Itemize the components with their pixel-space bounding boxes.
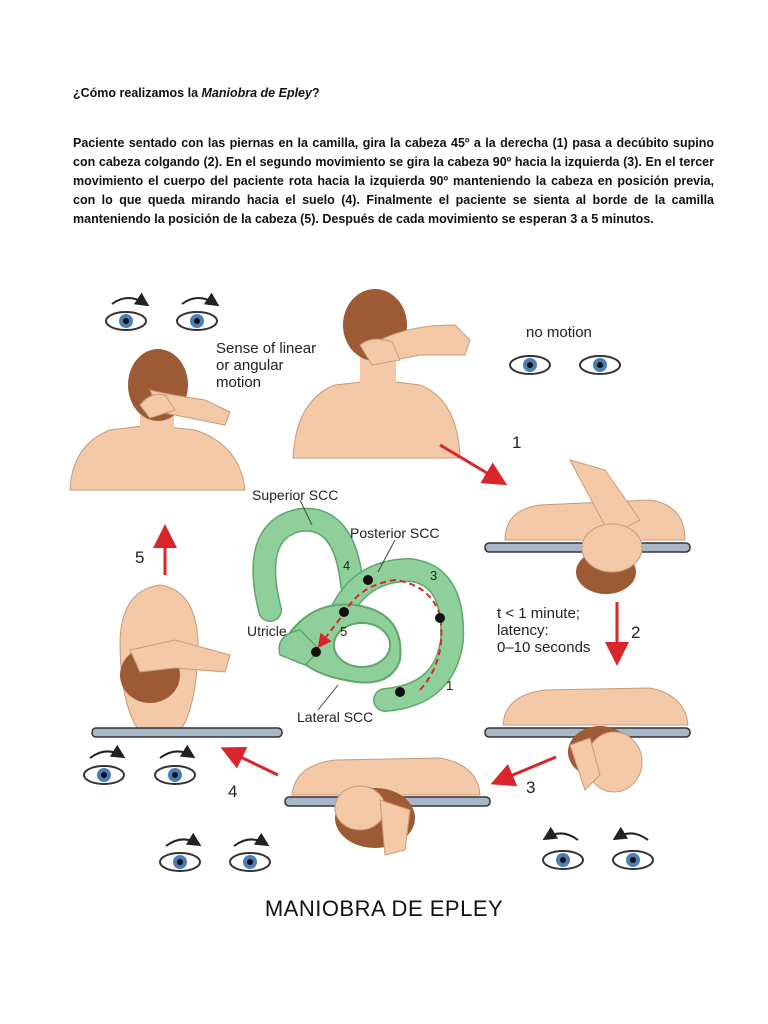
latency-line2: latency: (497, 622, 549, 639)
eye-motion-arrow-icon (111, 292, 150, 307)
eye-motion-arrow-icon (542, 826, 579, 841)
question-heading: ¿Cómo realizamos la Maniobra de Epley? (73, 86, 320, 100)
eye-icon (159, 852, 201, 872)
sense-label: Sense of linear or angular motion (216, 340, 316, 391)
eye-icon (579, 355, 621, 375)
step1-arrow-icon (439, 443, 508, 486)
eye-motion-arrow-icon (233, 832, 270, 847)
sense-label-line3: motion (216, 374, 261, 391)
step3-label: 3 (526, 778, 535, 797)
canal-position-5: 5 (340, 624, 347, 639)
question-italic: Maniobra de Epley (201, 86, 312, 100)
utricle-label: Utricle (247, 623, 287, 639)
step5-label: 5 (135, 548, 144, 567)
eye-icon (83, 765, 125, 785)
lateral-scc-label: Lateral SCC (297, 709, 373, 725)
description-paragraph: Paciente sentado con las piernas en la c… (73, 136, 714, 226)
eyes-bottom-left (83, 744, 196, 785)
sense-label-line1: Sense of linear (216, 340, 316, 357)
patient-lateral-facedown (284, 757, 491, 856)
eye-motion-arrow-icon (612, 826, 649, 841)
step4-arrow-icon (220, 746, 279, 777)
eye-motion-arrow-icon (159, 744, 196, 759)
latency-label: t < 1 minute; latency: 0–10 seconds (497, 605, 590, 656)
step3-arrow-icon (490, 755, 557, 787)
semicircular-canals-diagram (252, 499, 465, 712)
superior-scc-label: Superior SCC (252, 487, 338, 503)
eyes-bottom-right (542, 826, 654, 870)
canal-position-3: 3 (430, 568, 437, 583)
eyes-bottom-center (159, 832, 271, 872)
eye-motion-arrow-icon (181, 292, 220, 307)
eyes-top-left (105, 292, 220, 331)
eye-icon (612, 850, 654, 870)
patient-head-turned-top (292, 289, 471, 459)
eye-icon (542, 850, 584, 870)
eye-icon (509, 355, 551, 375)
latency-line1: t < 1 minute; (497, 605, 580, 622)
eyes-top-right (509, 355, 621, 375)
eye-icon (229, 852, 271, 872)
patient-sitting-left (69, 349, 246, 491)
eye-icon (105, 311, 147, 331)
step4-label: 4 (228, 782, 237, 801)
step1-label: 1 (512, 433, 521, 452)
latency-line3: 0–10 seconds (497, 639, 590, 656)
posterior-scc-label: Posterior SCC (350, 525, 439, 541)
patient-supine-hanging-top (484, 459, 691, 594)
eye-icon (176, 311, 218, 331)
eye-motion-arrow-icon (165, 832, 202, 847)
canal-position-1: 1 (446, 678, 453, 693)
patient-lateral-left (91, 584, 283, 738)
eye-motion-arrow-icon (89, 744, 126, 759)
patient-supine-turned-left (484, 687, 691, 793)
step2-label: 2 (631, 623, 640, 642)
no-motion-label: no motion (526, 324, 592, 341)
question-prefix: ¿Cómo realizamos la (73, 86, 202, 100)
question-suffix: ? (311, 86, 320, 100)
sense-label-line2: or angular (216, 357, 284, 374)
figure-caption: MANIOBRA DE EPLEY (264, 896, 504, 921)
eye-icon (154, 765, 196, 785)
canal-position-4: 4 (343, 558, 350, 573)
